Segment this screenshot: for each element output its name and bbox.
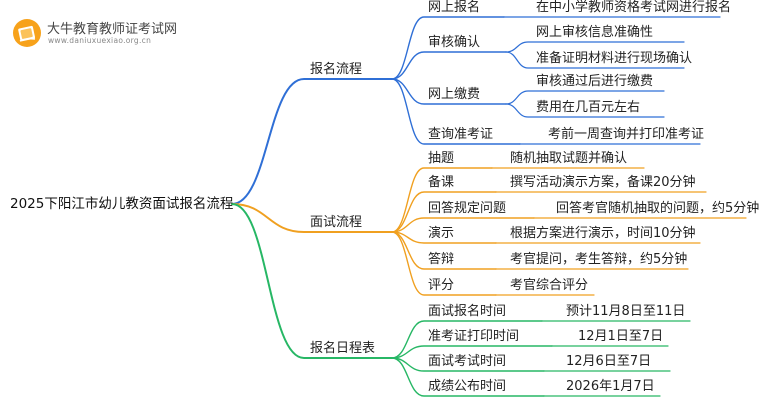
detail-connector [505, 103, 665, 118]
item-connector [391, 51, 507, 80]
item-label: 演示 [428, 226, 455, 241]
detail-label: 2026年1月7日 [566, 379, 655, 394]
item-connector [391, 217, 535, 233]
item-label: 备课 [428, 175, 455, 190]
item-label: 审核确认 [428, 35, 481, 50]
item-connector [391, 345, 553, 359]
item-connector [391, 231, 497, 296]
brand-logo: 大牛教育教师证考试网 www.daniuxuexiao.org.cn [12, 16, 177, 50]
item-label: 准考证打印时间 [428, 329, 520, 344]
item-connector [391, 320, 543, 359]
item-connector [391, 78, 521, 145]
branch-label: 报名日程表 [310, 341, 376, 356]
detail-label: 在中小学教师资格考试网进行报名 [536, 0, 732, 15]
branch-connector [231, 203, 393, 359]
detail-label: 12月1日至7日 [578, 329, 664, 344]
detail-label: 考官综合评分 [510, 278, 589, 293]
item-label: 网上缴费 [428, 87, 481, 102]
item-connector [391, 191, 497, 233]
detail-label: 随机抽取试题并确认 [510, 151, 628, 166]
detail-connector [505, 90, 665, 105]
detail-label: 撰写活动演示方案，备课20分钟 [510, 175, 696, 190]
brand-url: www.daniuxuexiao.org.cn [48, 36, 152, 45]
item-connector [391, 167, 493, 233]
detail-label: 考前一周查询并打印准考证 [548, 127, 705, 142]
item-label: 查询准考证 [428, 127, 494, 142]
detail-label: 考官提问，考生答辩，约5分钟 [510, 252, 688, 267]
detail-label: 费用在几百元左右 [536, 100, 641, 115]
item-label: 评分 [428, 278, 455, 293]
item-label: 面试考试时间 [428, 354, 507, 369]
branch-label: 面试流程 [310, 215, 363, 230]
branch-connector [231, 203, 393, 233]
item-connector [391, 16, 505, 80]
item-label: 网上报名 [428, 0, 481, 15]
item-connector [391, 357, 545, 397]
detail-label: 准备证明材料进行现场确认 [536, 51, 693, 66]
detail-label: 预计11月8日至11日 [566, 304, 686, 319]
item-label: 面试报名时间 [428, 304, 507, 319]
detail-label: 12月6日至7日 [566, 354, 652, 369]
detail-label: 审核通过后进行缴费 [536, 74, 654, 89]
item-label: 抽题 [428, 151, 455, 166]
book-icon [13, 19, 41, 47]
item-connector [391, 78, 507, 105]
detail-connector [505, 51, 685, 69]
detail-label: 网上审核信息准确性 [536, 25, 654, 40]
brand-title: 大牛教育教师证考试网 [47, 22, 178, 37]
item-label: 回答规定问题 [428, 201, 507, 216]
item-label: 答辩 [428, 252, 455, 267]
branch-label: 报名流程 [310, 62, 363, 77]
item-label: 成绩公布时间 [428, 379, 507, 394]
detail-connector [505, 41, 685, 53]
branch-connector [231, 78, 393, 205]
detail-label: 根据方案进行演示，时间10分钟 [510, 226, 696, 241]
detail-label: 回答考官随机抽取的问题，约5分钟 [556, 201, 759, 216]
root-topic: 2025下阳江市幼儿教资面试报名流程 [10, 196, 234, 212]
